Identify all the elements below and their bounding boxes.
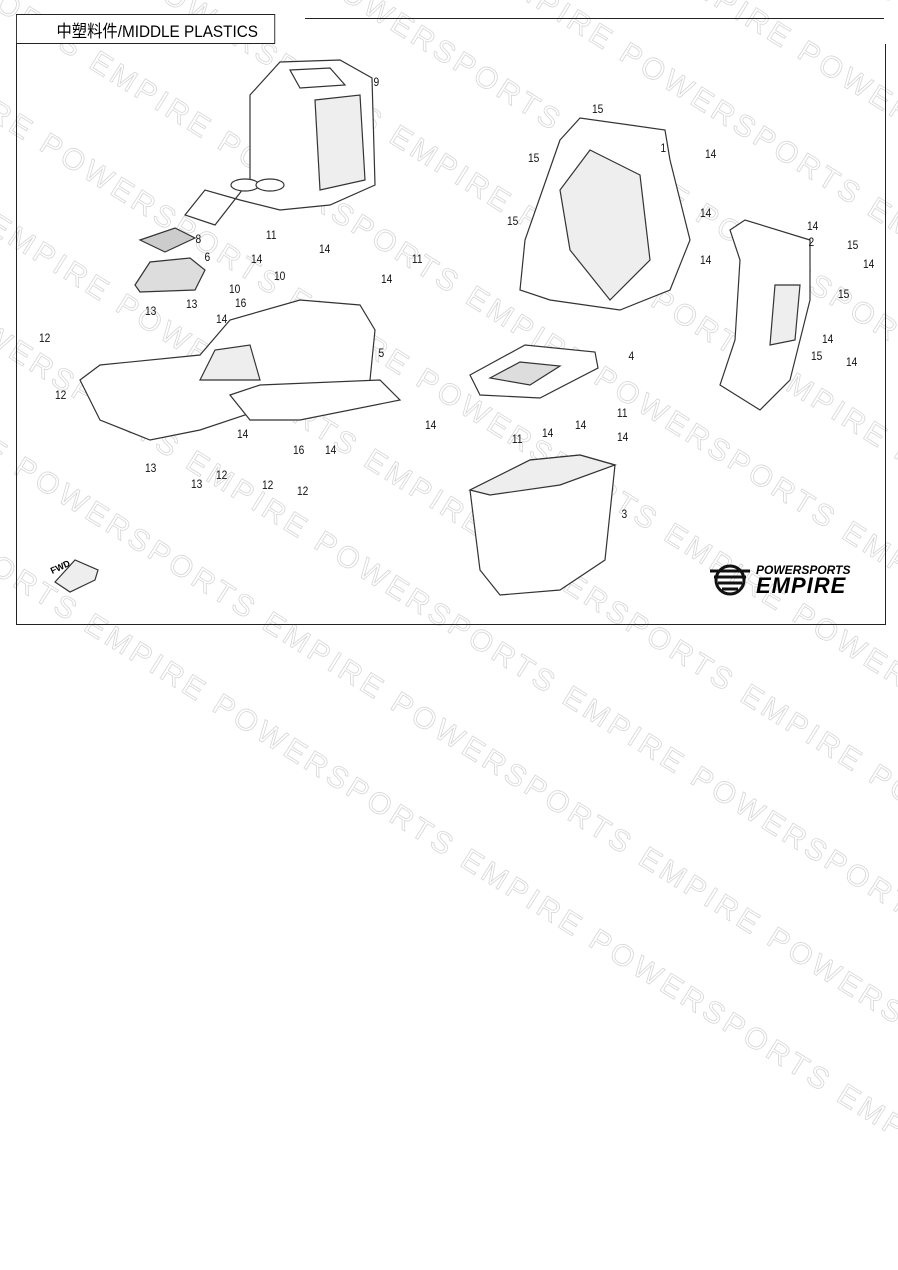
callout-part-11: 11 xyxy=(511,432,523,446)
brand-logo: POWERSPORTS EMPIRE xyxy=(710,563,850,597)
part-3-storage-bin xyxy=(468,454,617,596)
callout-part-14: 14 xyxy=(705,147,717,161)
callout-part-14: 14 xyxy=(863,257,875,271)
callout-part-14: 14 xyxy=(846,355,858,369)
logo-line2: EMPIRE xyxy=(756,572,847,598)
part-5-floor-panel xyxy=(79,299,402,441)
callout-part-15: 15 xyxy=(847,238,859,252)
callout-part-13: 13 xyxy=(145,304,157,318)
callout-part-12: 12 xyxy=(216,468,228,482)
callout-part-14: 14 xyxy=(822,332,834,346)
callout-part-14: 14 xyxy=(319,242,331,256)
callout-part-12: 12 xyxy=(262,478,274,492)
callout-part-12: 12 xyxy=(297,484,309,498)
callout-part-2: 2 xyxy=(808,235,815,249)
callout-part-14: 14 xyxy=(237,427,249,441)
callout-part-15: 15 xyxy=(592,102,604,116)
callout-part-14: 14 xyxy=(575,418,587,432)
frame-top-border xyxy=(305,18,884,19)
logo-line1: POWERSPORTS xyxy=(756,562,851,577)
callout-part-15: 15 xyxy=(838,287,850,301)
callout-part-9: 9 xyxy=(373,75,380,89)
callout-part-14: 14 xyxy=(251,252,263,266)
callout-part-14: 14 xyxy=(325,443,337,457)
callout-part-11: 11 xyxy=(616,406,628,420)
callout-part-15: 15 xyxy=(507,214,519,228)
callout-part-13: 13 xyxy=(186,297,198,311)
callout-part-10: 10 xyxy=(229,282,241,296)
callout-part-15: 15 xyxy=(528,151,540,165)
diagram-frame xyxy=(16,44,886,625)
part-1-rear-panel xyxy=(519,117,691,311)
callout-part-15: 15 xyxy=(811,349,823,363)
callout-part-6: 6 xyxy=(204,250,211,264)
part-4-tray xyxy=(469,344,599,399)
callout-part-13: 13 xyxy=(191,477,203,491)
page-title: 中塑料件/MIDDLE PLASTICS xyxy=(16,14,276,44)
callout-part-10: 10 xyxy=(274,269,286,283)
callout-part-12: 12 xyxy=(55,388,67,402)
callout-part-4: 4 xyxy=(628,349,635,363)
parts-drawing xyxy=(54,59,811,596)
callout-part-14: 14 xyxy=(216,312,228,326)
callout-part-11: 11 xyxy=(265,228,277,242)
part-6-shifter-cover xyxy=(134,257,206,293)
part-8-cover xyxy=(138,227,197,253)
callout-part-11: 11 xyxy=(411,252,423,266)
callout-part-14: 14 xyxy=(425,418,437,432)
callout-part-16: 16 xyxy=(293,443,305,457)
part-9-center-console xyxy=(183,59,376,226)
callout-part-14: 14 xyxy=(807,219,819,233)
callout-part-13: 13 xyxy=(145,461,157,475)
callout-part-14: 14 xyxy=(700,253,712,267)
callout-part-1: 1 xyxy=(660,141,667,155)
fwd-arrow-icon xyxy=(54,559,99,593)
callout-part-8: 8 xyxy=(195,232,202,246)
callout-part-3: 3 xyxy=(621,507,628,521)
callout-part-16: 16 xyxy=(235,296,247,310)
empire-wings-icon xyxy=(710,564,750,596)
callout-part-14: 14 xyxy=(617,430,629,444)
part-2-side-panel xyxy=(719,219,811,411)
callout-part-5: 5 xyxy=(378,346,385,360)
callout-part-14: 14 xyxy=(381,272,393,286)
callout-part-12: 12 xyxy=(39,331,51,345)
callout-part-14: 14 xyxy=(542,426,554,440)
callout-part-14: 14 xyxy=(700,206,712,220)
